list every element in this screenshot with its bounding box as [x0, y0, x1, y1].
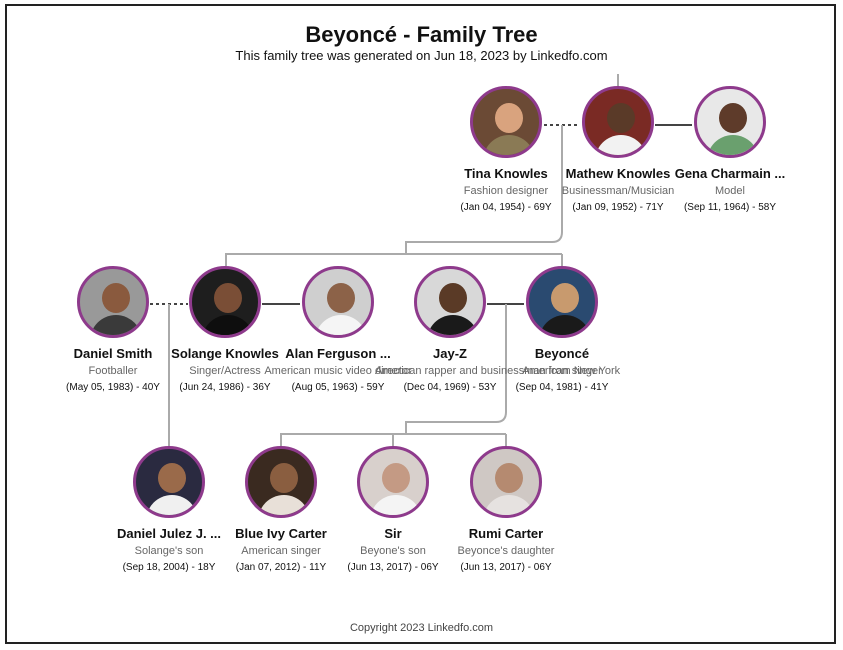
person-name: Gena Charmain ... — [674, 166, 786, 181]
person-card-mathew[interactable]: Mathew Knowles Businessman/Musician (Jan… — [543, 86, 693, 213]
avatar — [414, 266, 486, 338]
person-name: Daniel Smith — [73, 346, 153, 361]
person-dates: (Jan 04, 1954) - 69Y — [460, 202, 552, 213]
person-name: Tina Knowles — [464, 166, 548, 181]
person-dates: (Dec 04, 1969) - 53Y — [403, 382, 497, 393]
person-role: Beyone's son — [360, 545, 426, 557]
avatar — [245, 446, 317, 518]
avatar — [582, 86, 654, 158]
person-card-alan[interactable]: Alan Ferguson ... American music video d… — [263, 266, 413, 393]
avatar — [133, 446, 205, 518]
person-card-sir[interactable]: Sir Beyone's son (Jun 13, 2017) - 06Y — [318, 446, 468, 573]
avatar — [470, 86, 542, 158]
person-dates: (Sep 18, 2004) - 18Y — [122, 562, 216, 573]
person-dates: (Aug 05, 1963) - 59Y — [291, 382, 385, 393]
person-dates: (May 05, 1983) - 40Y — [66, 382, 160, 393]
person-role: Fashion designer — [463, 185, 549, 197]
person-role: Singer/Actress — [189, 365, 261, 377]
person-name: Beyoncé — [534, 346, 590, 361]
person-dates: (Sep 11, 1964) - 58Y — [683, 202, 777, 213]
person-dates: (Jun 13, 2017) - 06Y — [460, 562, 552, 573]
avatar — [77, 266, 149, 338]
person-name: Daniel Julez J. ... — [116, 526, 222, 541]
person-name: Mathew Knowles — [565, 166, 671, 181]
person-dates: (Jun 13, 2017) - 06Y — [347, 562, 439, 573]
person-role: American singer — [241, 545, 321, 557]
person-dates: (Jun 24, 1986) - 36Y — [179, 382, 271, 393]
person-role: American music video director — [264, 365, 412, 377]
connector-parents-children — [225, 125, 563, 266]
person-name: Alan Ferguson ... — [285, 346, 391, 361]
page-title: Beyoncé - Family Tree — [305, 22, 538, 47]
page-subtitle: This family tree was generated on Jun 18… — [235, 48, 608, 63]
connector-carter-children — [280, 304, 507, 447]
avatar — [526, 266, 598, 338]
page-frame — [5, 4, 836, 644]
person-name: Blue Ivy Carter — [235, 526, 327, 541]
avatar — [357, 446, 429, 518]
person-card-daniel-julez[interactable]: Daniel Julez J. ... Solange's son (Sep 1… — [94, 446, 244, 573]
avatar — [694, 86, 766, 158]
person-role: Beyonce's daughter — [457, 545, 555, 557]
person-card-blue-ivy[interactable]: Blue Ivy Carter American singer (Jan 07,… — [206, 446, 356, 573]
person-dates: (Jan 09, 1952) - 71Y — [572, 202, 664, 213]
person-name: Rumi Carter — [468, 526, 544, 541]
avatar — [189, 266, 261, 338]
person-role: Model — [715, 185, 745, 197]
person-card-daniel-smith[interactable]: Daniel Smith Footballer (May 05, 1983) -… — [38, 266, 188, 393]
person-role: American singer — [522, 365, 602, 377]
person-dates: (Sep 04, 1981) - 41Y — [515, 382, 609, 393]
person-name: Jay-Z — [433, 346, 467, 361]
person-role: Footballer — [88, 365, 138, 377]
person-card-rumi[interactable]: Rumi Carter Beyonce's daughter (Jun 13, … — [431, 446, 581, 573]
person-card-beyonce[interactable]: Beyoncé American singer (Sep 04, 1981) -… — [487, 266, 637, 393]
person-role: Solange's son — [134, 545, 204, 557]
person-dates: (Jan 07, 2012) - 11Y — [235, 562, 327, 573]
person-card-gena[interactable]: Gena Charmain ... Model (Sep 11, 1964) -… — [655, 86, 805, 213]
avatar — [470, 446, 542, 518]
footer-copyright: Copyright 2023 Linkedfo.com — [349, 622, 494, 634]
person-name: Solange Knowles — [171, 346, 279, 361]
person-card-solange[interactable]: Solange Knowles Singer/Actress (Jun 24, … — [150, 266, 300, 393]
person-card-tina[interactable]: Tina Knowles Fashion designer (Jan 04, 1… — [431, 86, 581, 213]
person-name: Sir — [384, 526, 402, 541]
person-role: Businessman/Musician — [561, 185, 675, 197]
avatar — [302, 266, 374, 338]
